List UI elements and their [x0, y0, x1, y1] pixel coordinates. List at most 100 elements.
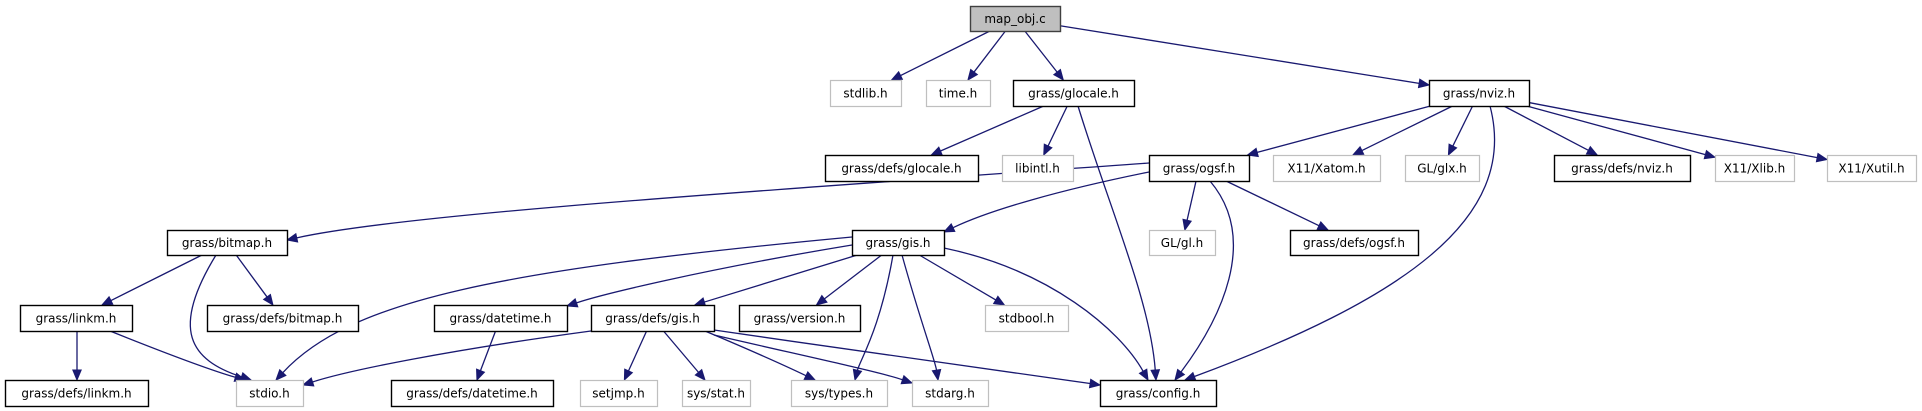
node-setjmp-h: setjmp.h	[579, 379, 659, 408]
node-box[interactable]	[1553, 154, 1692, 183]
node-grass-defs-bitmap-h[interactable]: grass/defs/bitmap.h	[206, 304, 360, 333]
edge-grass_nviz_h-to-x11_xutil_h	[1528, 101, 1829, 163]
node-grass-datetime-h[interactable]: grass/datetime.h	[433, 304, 569, 333]
node-label: grass/defs/datetime.h	[406, 387, 538, 401]
edge-grass_gis_h-to-stdarg_h	[901, 254, 942, 382]
node-gl-gl-h: GL/gl.h	[1148, 229, 1217, 257]
node-grass-defs-gis-h[interactable]: grass/defs/gis.h	[590, 304, 716, 333]
node-box[interactable]	[4, 379, 150, 408]
node-box[interactable]	[824, 154, 980, 183]
edge-line	[109, 330, 236, 378]
edge-line	[901, 254, 938, 371]
node-label: GL/gl.h	[1161, 236, 1203, 250]
edge-line	[235, 254, 268, 298]
node-box	[579, 379, 659, 408]
edge-grass_defs_gis_h-to-sys_types_h	[704, 330, 817, 381]
node-label: grass/nviz.h	[1443, 87, 1515, 101]
edge-arrowhead	[476, 368, 486, 382]
edge-line	[1194, 105, 1496, 378]
edge-arrowhead	[815, 294, 828, 306]
edge-arrowhead	[852, 368, 863, 382]
node-grass-nviz-h[interactable]: grass/nviz.h	[1428, 79, 1531, 108]
node-box[interactable]	[206, 304, 360, 333]
edge-line	[189, 254, 242, 378]
edge-grass_ogsf_h-to-gl_gl_h	[1182, 180, 1197, 232]
node-grass-linkm-h[interactable]: grass/linkm.h	[19, 304, 134, 333]
node-label: grass/defs/nviz.h	[1571, 162, 1673, 176]
edge-line	[704, 330, 807, 377]
node-grass-version-h[interactable]: grass/version.h	[738, 304, 862, 333]
edge-line	[663, 330, 700, 373]
node-box[interactable]	[851, 229, 946, 257]
node-box	[790, 379, 889, 408]
edge-line	[1077, 105, 1156, 371]
edge-arrowhead	[1351, 145, 1365, 156]
edge-line	[940, 105, 1044, 152]
node-grass-defs-glocale-h[interactable]: grass/defs/glocale.h	[824, 154, 980, 183]
edge-line	[576, 244, 853, 304]
node-stdarg-h: stdarg.h	[911, 379, 990, 408]
edge-grass_defs_gis_h-to-setjmp_h	[623, 330, 648, 382]
edge-grass_gis_h-to-sys_types_h	[852, 254, 894, 382]
node-grass-defs-datetime-h[interactable]: grass/defs/datetime.h	[390, 379, 555, 408]
edge-grass_gis_h-to-grass_config_h	[943, 247, 1149, 382]
edge-arrowhead	[803, 370, 817, 381]
node-box	[984, 304, 1070, 333]
node-box[interactable]	[166, 229, 289, 257]
node-grass-defs-nviz-h[interactable]: grass/defs/nviz.h	[1553, 154, 1692, 183]
node-label: grass/datetime.h	[449, 312, 551, 326]
node-grass-ogsf-h[interactable]: grass/ogsf.h	[1148, 154, 1251, 183]
edge-arrowhead	[890, 70, 904, 81]
edge-arrowhead	[694, 368, 706, 381]
node-box	[1272, 154, 1382, 183]
edge-arrowhead	[1815, 152, 1829, 163]
node-grass-bitmap-h[interactable]: grass/bitmap.h	[166, 229, 289, 257]
node-grass-glocale-h[interactable]: grass/glocale.h	[1012, 79, 1136, 108]
edge-line	[627, 330, 648, 372]
node-box[interactable]	[738, 304, 862, 333]
node-box	[1714, 154, 1796, 183]
edge-grass_datetime_h-to-grass_defs_datetime_h	[476, 330, 497, 382]
node-box[interactable]	[590, 304, 716, 333]
node-grass-defs-linkm-h[interactable]: grass/defs/linkm.h	[4, 379, 150, 408]
node-box	[235, 379, 305, 408]
edge-arrowhead	[1138, 368, 1149, 382]
node-box[interactable]	[19, 304, 134, 333]
edge-arrowhead	[900, 374, 914, 385]
node-box[interactable]	[390, 379, 555, 408]
node-grass-defs-ogsf-h[interactable]: grass/defs/ogsf.h	[1289, 229, 1420, 257]
edge-arrowhead	[1052, 68, 1065, 82]
edge-line	[282, 236, 853, 374]
node-box	[925, 79, 992, 108]
node-grass-gis-h[interactable]: grass/gis.h	[851, 229, 946, 257]
edge-grass_nviz_h-to-gl_glx_h	[1447, 105, 1474, 157]
edge-arrowhead	[301, 377, 315, 387]
node-box[interactable]	[1289, 229, 1420, 257]
edge-arrowhead	[623, 368, 634, 382]
node-label: map_obj.c	[984, 12, 1045, 26]
edge-line	[479, 330, 497, 371]
node-sys-stat-h: sys/stat.h	[681, 379, 752, 408]
node-label: grass/gis.h	[865, 236, 930, 250]
edge-arrowhead	[1316, 220, 1330, 231]
node-box[interactable]	[1099, 379, 1218, 408]
node-stdbool-h: stdbool.h	[984, 304, 1070, 333]
node-box[interactable]	[1148, 154, 1251, 183]
edge-line	[1361, 105, 1453, 152]
edge-line	[713, 329, 1091, 385]
edge-arrowhead	[1182, 218, 1193, 232]
edge-arrowhead	[1174, 368, 1186, 382]
edge-line	[1452, 105, 1474, 147]
node-box[interactable]	[433, 304, 569, 333]
edge-arrowhead	[285, 232, 299, 243]
node-label: grass/defs/linkm.h	[21, 387, 131, 401]
node-label: stdbool.h	[999, 312, 1055, 326]
edge-map_obj_c-to-stdlib_h	[890, 30, 991, 81]
node-box[interactable]	[1012, 79, 1136, 108]
node-box	[1148, 229, 1217, 257]
node-stdlib-h: stdlib.h	[829, 79, 903, 108]
node-box[interactable]	[1428, 79, 1531, 108]
edge-line	[110, 254, 203, 302]
node-grass-config-h[interactable]: grass/config.h	[1099, 379, 1218, 408]
